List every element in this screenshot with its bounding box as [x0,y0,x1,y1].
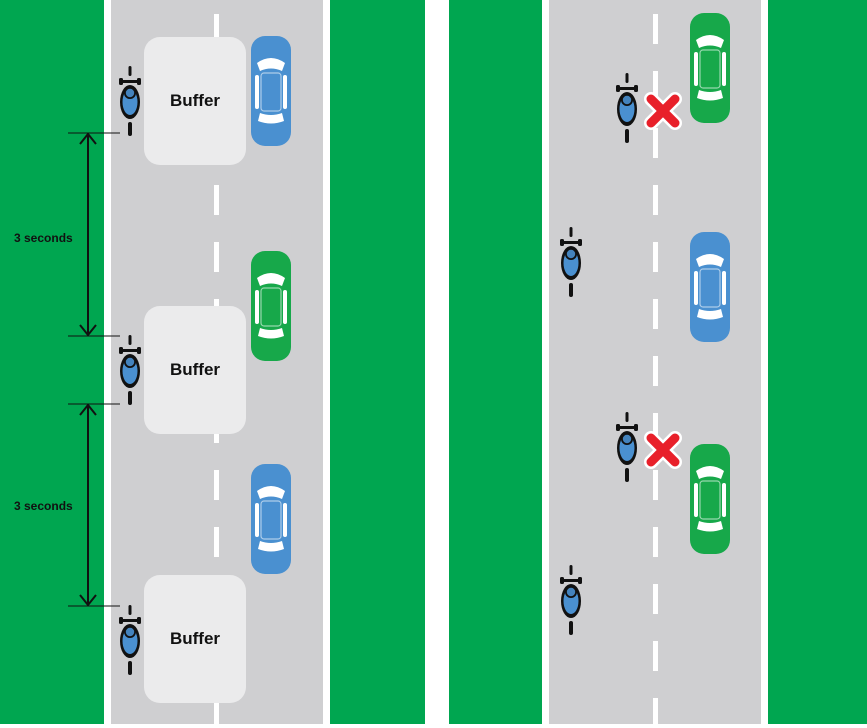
buffer-zone: Buffer [144,37,246,165]
gap-label: 3 seconds [14,231,73,245]
buffer-label: Buffer [170,629,220,649]
lane-dash [653,527,658,557]
gap-arrow [68,132,128,338]
motorcycle-icon [558,227,584,297]
motorcycle-icon [558,565,584,635]
motorcycle-icon [614,73,640,143]
lane-dash [214,185,219,215]
car-icon [688,443,732,555]
car-icon [688,12,732,124]
buffer-zone: Buffer [144,306,246,434]
left-panel-grass-left [0,0,104,724]
lane-dash [653,356,658,386]
buffer-zone: Buffer [144,575,246,703]
car-icon [249,35,293,147]
lane-dash [653,128,658,158]
cross-icon [644,92,682,130]
gap-label: 3 seconds [14,499,73,513]
lane-dash [653,185,658,215]
motorcycle-icon [614,412,640,482]
right-panel-grass-right [768,0,867,724]
motorcycle-icon [117,335,143,405]
car-icon [249,463,293,575]
cross-icon [644,431,682,469]
car-icon [688,231,732,343]
lane-dash [653,641,658,671]
left-panel-grass-right [330,0,425,724]
lane-dash [214,470,219,500]
buffer-label: Buffer [170,360,220,380]
lane-dash [653,14,658,44]
motorcycle-icon [117,605,143,675]
lane-dash [653,584,658,614]
lane-dash [653,299,658,329]
buffer-label: Buffer [170,91,220,111]
lane-dash [214,242,219,272]
car-icon [249,250,293,362]
right-panel-grass-left [449,0,542,724]
gap-arrow [68,403,128,609]
lane-dash [653,242,658,272]
lane-dash [653,470,658,500]
lane-dash [214,527,219,557]
motorcycle-icon [117,66,143,136]
